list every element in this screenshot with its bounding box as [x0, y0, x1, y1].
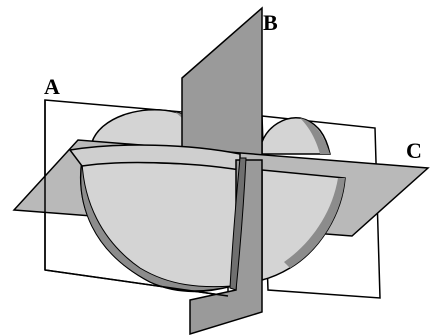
- plane-b-label: B: [263, 10, 278, 35]
- plane-c-label: C: [406, 138, 422, 163]
- section-outline-b: [229, 157, 247, 291]
- solid-upper-right-shading: [300, 118, 330, 154]
- plane-a-label: A: [44, 74, 60, 99]
- plane-a-bottom-edge: [44, 269, 229, 297]
- plane-b-upper: [181, 6, 263, 161]
- solid-lower-right-shadow: [284, 178, 345, 268]
